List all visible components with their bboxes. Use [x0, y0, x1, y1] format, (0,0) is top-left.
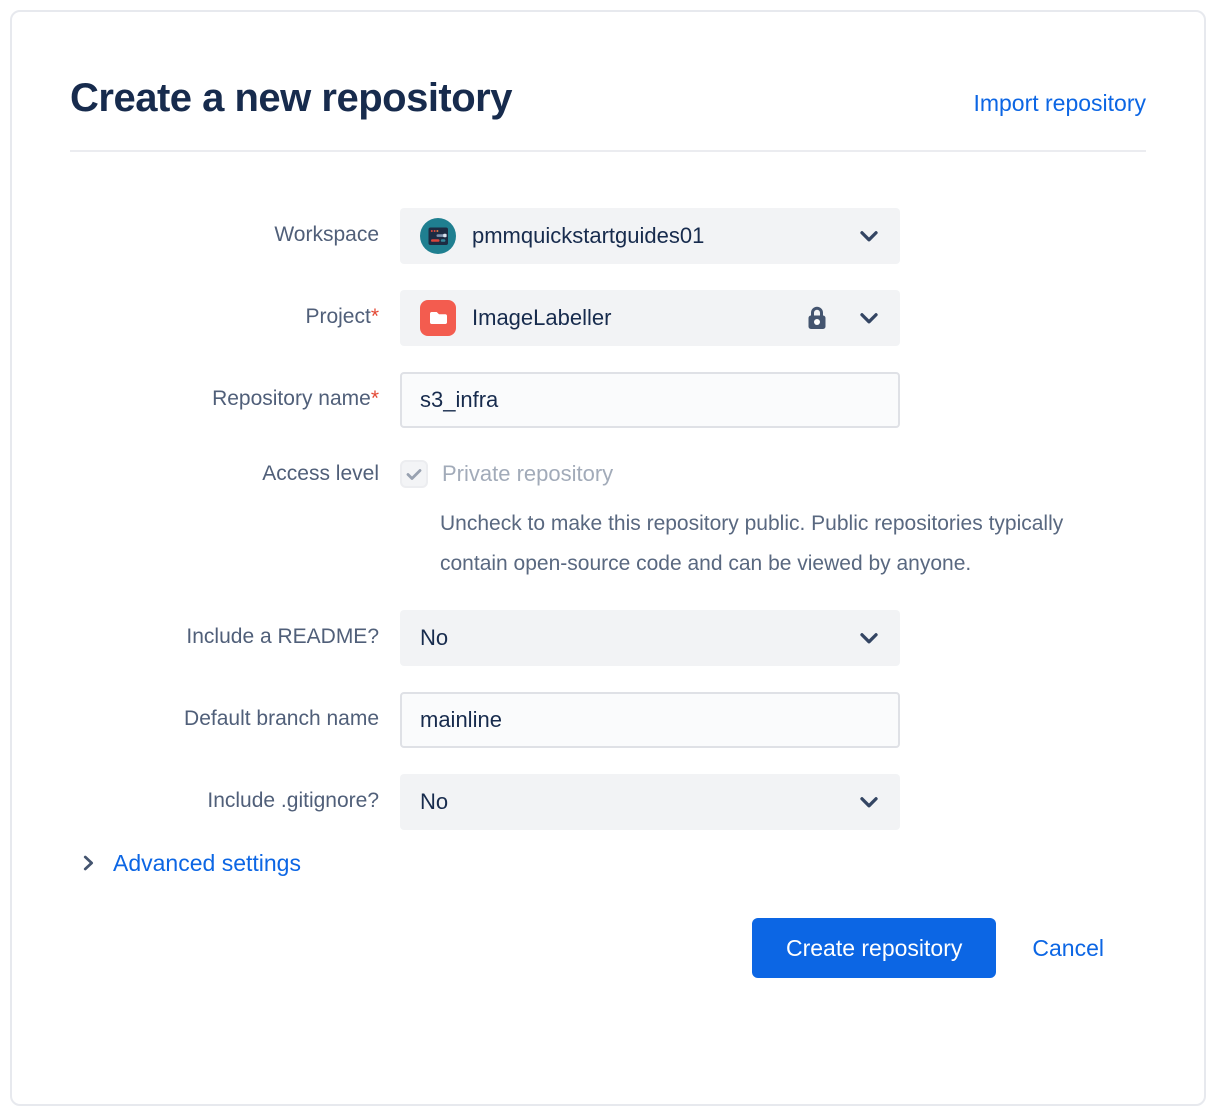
form-row-access-level: Access level Private repository Uncheck … — [70, 454, 1146, 584]
include-readme-value: No — [420, 625, 449, 650]
form-row-workspace: Workspace — [70, 208, 1146, 264]
project-select[interactable]: ImageLabeller — [400, 290, 900, 346]
lock-icon — [802, 303, 832, 333]
chevron-right-icon — [77, 852, 99, 874]
chevron-down-icon — [856, 223, 882, 249]
private-repository-checkbox[interactable] — [400, 460, 428, 488]
form-row-repository-name: Repository name* — [70, 372, 1146, 428]
dialog-actions: Create repository Cancel — [70, 918, 1146, 978]
project-label: Project* — [305, 305, 379, 328]
advanced-settings-label: Advanced settings — [113, 849, 301, 876]
private-repository-label: Private repository — [442, 461, 614, 486]
repository-name-label: Repository name* — [212, 387, 379, 410]
repository-name-input[interactable] — [400, 372, 900, 428]
default-branch-input[interactable] — [400, 692, 900, 748]
default-branch-label: Default branch name — [184, 707, 379, 730]
required-asterisk: * — [370, 387, 379, 410]
include-readme-select[interactable]: No — [400, 610, 900, 666]
include-gitignore-select[interactable]: No — [400, 774, 900, 830]
workspace-select[interactable]: pmmquickstartguides01 — [400, 208, 900, 264]
include-readme-label: Include a README? — [186, 625, 379, 648]
form-row-include-gitignore: Include .gitignore? No — [70, 774, 1146, 830]
workspace-avatar-icon — [420, 218, 456, 254]
include-gitignore-value: No — [420, 789, 449, 814]
header-divider — [70, 150, 1146, 152]
workspace-label: Workspace — [274, 223, 379, 246]
access-level-label: Access level — [262, 462, 379, 485]
project-value: ImageLabeller — [472, 305, 612, 330]
cancel-button[interactable]: Cancel — [1032, 934, 1104, 961]
required-asterisk: * — [370, 305, 379, 328]
create-repository-button[interactable]: Create repository — [751, 918, 997, 978]
project-avatar-icon — [420, 300, 456, 336]
page-title: Create a new repository — [70, 76, 513, 120]
import-repository-link[interactable]: Import repository — [973, 90, 1146, 116]
include-gitignore-label: Include .gitignore? — [207, 789, 379, 812]
form-row-default-branch: Default branch name — [70, 692, 1146, 748]
chevron-down-icon — [856, 789, 882, 815]
advanced-settings-toggle[interactable]: Advanced settings — [70, 848, 1146, 878]
access-level-help-text: Uncheck to make this repository public. … — [440, 512, 1064, 575]
form-row-project: Project* ImageLabeller — [70, 290, 1146, 346]
workspace-value: pmmquickstartguides01 — [472, 223, 705, 248]
dialog-header: Create a new repository Import repositor… — [70, 12, 1146, 122]
checkmark-icon — [406, 469, 422, 480]
chevron-down-icon — [856, 625, 882, 651]
form-row-include-readme: Include a README? No — [70, 610, 1146, 666]
create-repository-form: Workspace — [70, 208, 1146, 830]
create-repository-dialog: Create a new repository Import repositor… — [10, 10, 1206, 1106]
chevron-down-icon — [856, 305, 882, 331]
